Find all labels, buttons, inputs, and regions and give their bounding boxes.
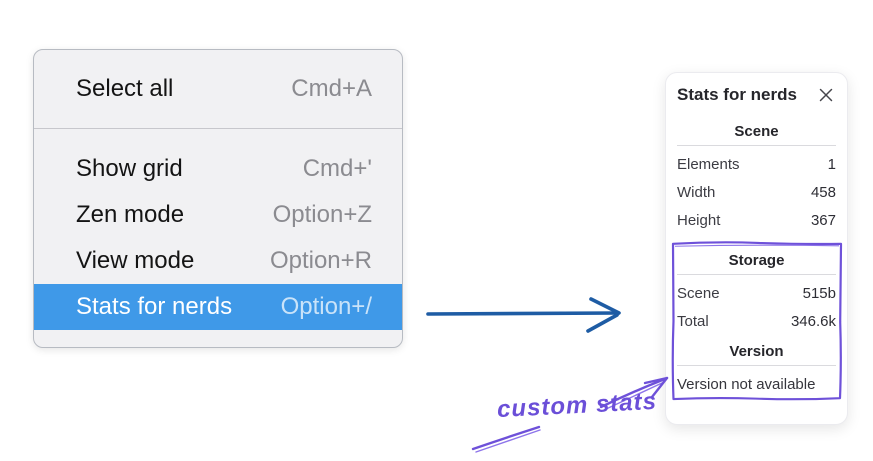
section-divider <box>677 365 836 366</box>
section-divider <box>677 274 836 275</box>
stat-value: 346.6k <box>790 313 836 330</box>
menu-item-shortcut: Option+/ <box>280 293 372 320</box>
section-scene-header: Scene <box>734 123 779 140</box>
close-icon <box>818 88 834 106</box>
section-storage-header: Storage <box>728 252 785 269</box>
menu-item-label: Select all <box>76 75 174 102</box>
stat-row-scene-storage: Scene 515b <box>677 280 836 308</box>
menu-item-select-all[interactable]: Select all Cmd+A <box>34 66 402 112</box>
stats-panel: Stats for nerds Scene Elements 1 Width 4… <box>665 72 848 425</box>
menu-item-view-mode[interactable]: View mode Option+R <box>34 238 402 284</box>
stat-value: 367 <box>810 212 836 229</box>
section-scene: Scene Elements 1 Width 458 Height 367 <box>677 123 836 235</box>
stats-panel-title: Stats for nerds <box>677 85 797 104</box>
close-button[interactable] <box>816 85 836 105</box>
menu-item-stats-for-nerds[interactable]: Stats for nerds Option+/ <box>34 284 402 330</box>
stat-value: 515b <box>802 285 836 302</box>
menu-section-top: Select all Cmd+A <box>34 50 402 128</box>
menu-item-label: Zen mode <box>76 201 185 228</box>
stat-label: Scene <box>677 285 720 302</box>
menu-item-shortcut: Option+Z <box>272 201 372 228</box>
menu-divider <box>34 128 402 129</box>
stat-label: Width <box>677 184 716 201</box>
stat-row-total-storage: Total 346.6k <box>677 308 836 336</box>
section-divider <box>677 145 836 146</box>
stat-row-width: Width 458 <box>677 179 836 207</box>
stat-label: Height <box>677 212 721 229</box>
menu-item-label: Stats for nerds <box>76 293 233 320</box>
menu-item-shortcut: Cmd+A <box>291 75 372 102</box>
menu-section-bottom: Show grid Cmd+' Zen mode Option+Z View m… <box>34 129 402 347</box>
stat-label: Total <box>677 313 709 330</box>
menu-item-label: Show grid <box>76 155 183 182</box>
stat-row-height: Height 367 <box>677 207 836 235</box>
annotated-sections-wrap: Storage Scene 515b Total 346.6k Version … <box>671 241 843 401</box>
stat-row-elements: Elements 1 <box>677 151 836 179</box>
stat-value: 1 <box>827 156 836 173</box>
stat-label: Elements <box>677 156 740 173</box>
custom-stats-annotation: custom stats <box>496 387 658 424</box>
menu-item-zen-mode[interactable]: Zen mode Option+Z <box>34 192 402 238</box>
section-version: Version Version not available <box>677 343 836 398</box>
section-storage: Storage Scene 515b Total 346.6k <box>677 252 836 336</box>
section-version-header: Version <box>729 343 784 360</box>
version-note: Version not available <box>677 376 816 393</box>
menu-item-label: View mode <box>76 247 195 274</box>
menu-item-shortcut: Option+R <box>269 247 372 274</box>
menu-item-shortcut: Cmd+' <box>302 155 372 182</box>
context-menu: Select all Cmd+A Show grid Cmd+' Zen mod… <box>33 49 403 348</box>
blue-arrow-icon <box>426 297 621 333</box>
stat-value: 458 <box>810 184 836 201</box>
stats-panel-header: Stats for nerds <box>677 85 836 105</box>
menu-item-show-grid[interactable]: Show grid Cmd+' <box>34 146 402 192</box>
